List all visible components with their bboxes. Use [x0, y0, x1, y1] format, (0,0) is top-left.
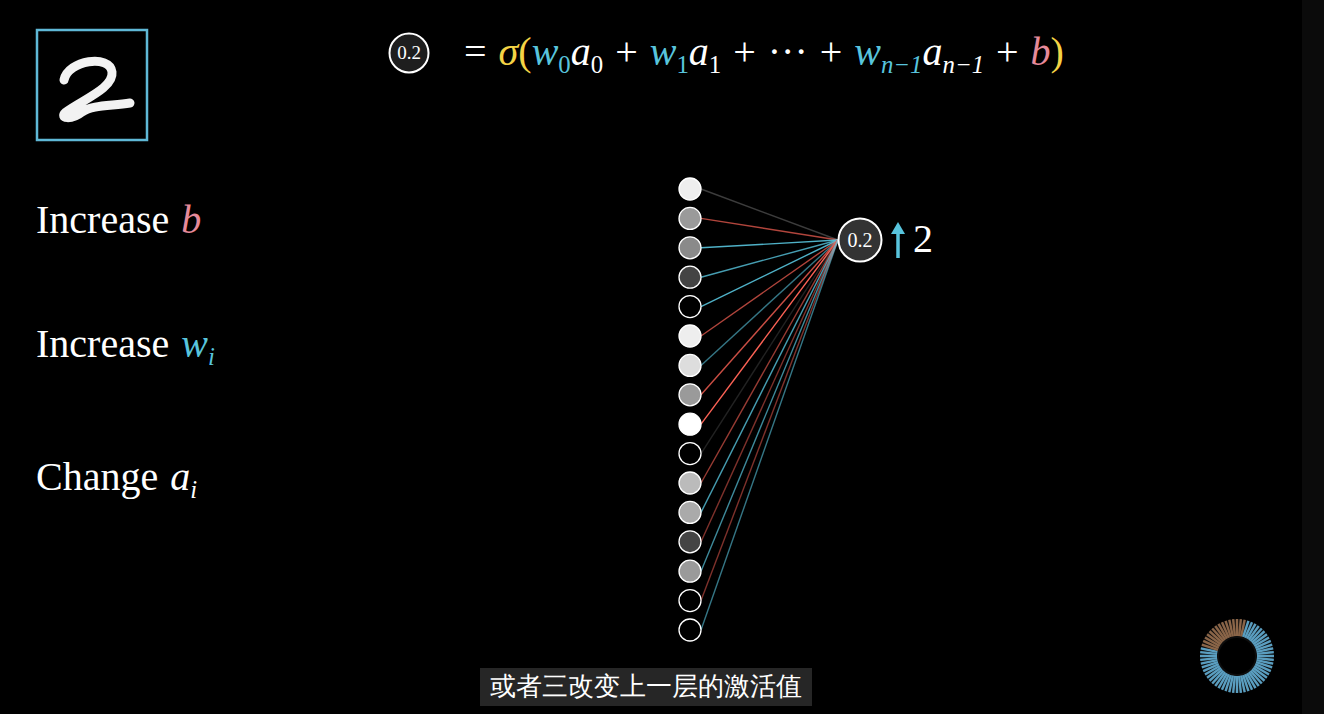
- formula-term: w: [854, 29, 881, 74]
- action-text: i: [190, 476, 197, 503]
- formula-term: +: [733, 29, 756, 74]
- weight-line: [701, 218, 838, 240]
- formula-term: w: [532, 29, 559, 74]
- formula-term: +: [615, 29, 638, 74]
- weight-line: [701, 240, 838, 512]
- node-circle: [839, 219, 882, 262]
- neuron: [679, 354, 701, 376]
- formula-term: +: [820, 29, 843, 74]
- formula-term: 0: [591, 51, 603, 78]
- formula-term: n−1: [943, 51, 985, 78]
- handwritten-digit: [64, 61, 130, 117]
- weight-line: [701, 240, 838, 571]
- network: [679, 178, 838, 641]
- neuron: [679, 325, 701, 347]
- action-line: Increase b: [36, 198, 201, 242]
- formula-term: a: [689, 29, 709, 74]
- action-text: a: [170, 454, 190, 499]
- formula-term: b: [1031, 29, 1051, 74]
- neuron: [679, 501, 701, 523]
- neuron: [679, 296, 701, 318]
- activation-value: 0.2: [397, 42, 421, 64]
- increase-arrow: [896, 230, 900, 258]
- neuron-node: 0.2: [388, 32, 430, 74]
- weight-line: [701, 240, 838, 483]
- neuron: [679, 178, 701, 200]
- formula-term: 1: [676, 51, 688, 78]
- formula-term: w: [650, 29, 677, 74]
- action-text: Change: [36, 454, 158, 499]
- action-text: w: [181, 321, 208, 366]
- neuron: [679, 413, 701, 435]
- formula-term: n−1: [881, 51, 923, 78]
- neuron: [679, 207, 701, 229]
- neuron: [679, 560, 701, 582]
- formula-term: ···: [768, 29, 808, 74]
- neuron: [679, 472, 701, 494]
- logo-tick: [1200, 655, 1217, 657]
- weight-line: [701, 240, 838, 630]
- logo-tick: [1200, 658, 1217, 660]
- weight-line: [701, 189, 838, 240]
- weight-line: [701, 240, 838, 395]
- node-text-holder: 0.2: [837, 217, 883, 263]
- formula-term: a: [571, 29, 591, 74]
- target-value: 2: [913, 216, 933, 261]
- logo-tick: [1257, 652, 1274, 654]
- action-line: Increase wi: [36, 322, 215, 370]
- logo-disc: [1200, 619, 1274, 693]
- formula-term: σ: [499, 29, 519, 74]
- weight-line: [701, 240, 838, 248]
- logo-tick: [1236, 619, 1238, 636]
- subtitle: 或者三改变上一层的激活值: [480, 668, 812, 706]
- formula-term: +: [996, 29, 1019, 74]
- node-text-holder: 0.2: [388, 32, 430, 74]
- weight-line: [701, 240, 838, 424]
- action-text: Increase: [36, 197, 169, 242]
- logo-pupil: [1219, 638, 1255, 674]
- logo-tick: [1233, 619, 1235, 636]
- formula-term: =: [464, 29, 487, 74]
- formula-term: 0: [558, 51, 570, 78]
- node-circle: [390, 34, 429, 73]
- formula-term: ): [1051, 29, 1064, 74]
- increase-arrowhead: [891, 222, 905, 234]
- neuron: [679, 266, 701, 288]
- logo-tick: [1257, 655, 1274, 657]
- target-label: 2: [913, 217, 933, 261]
- action-line: Changeai: [36, 455, 197, 503]
- action-text: i: [208, 343, 215, 370]
- activation-value: 0.2: [848, 229, 873, 252]
- edge-strip: [1302, 0, 1324, 714]
- formula-term: a: [923, 29, 943, 74]
- neuron: [679, 590, 701, 612]
- weight-line: [701, 240, 838, 601]
- action-text: b: [181, 197, 201, 242]
- action-text: Increase: [36, 321, 169, 366]
- neuron: [679, 443, 701, 465]
- formula-term: (: [518, 29, 531, 74]
- formula-term: 1: [709, 51, 721, 78]
- neuron: [679, 237, 701, 259]
- neuron: [679, 531, 701, 553]
- digit-frame: [37, 30, 147, 140]
- logo-tick: [1236, 676, 1238, 693]
- formula: =σ(w0a0+w1a1+···+wn−1an−1+b): [452, 30, 1064, 78]
- neuron: [679, 619, 701, 641]
- neuron: [679, 384, 701, 406]
- logo-tick: [1239, 676, 1241, 693]
- logo: [1200, 619, 1274, 693]
- weight-line: [701, 240, 838, 542]
- neuron-node: 0.2: [837, 217, 883, 263]
